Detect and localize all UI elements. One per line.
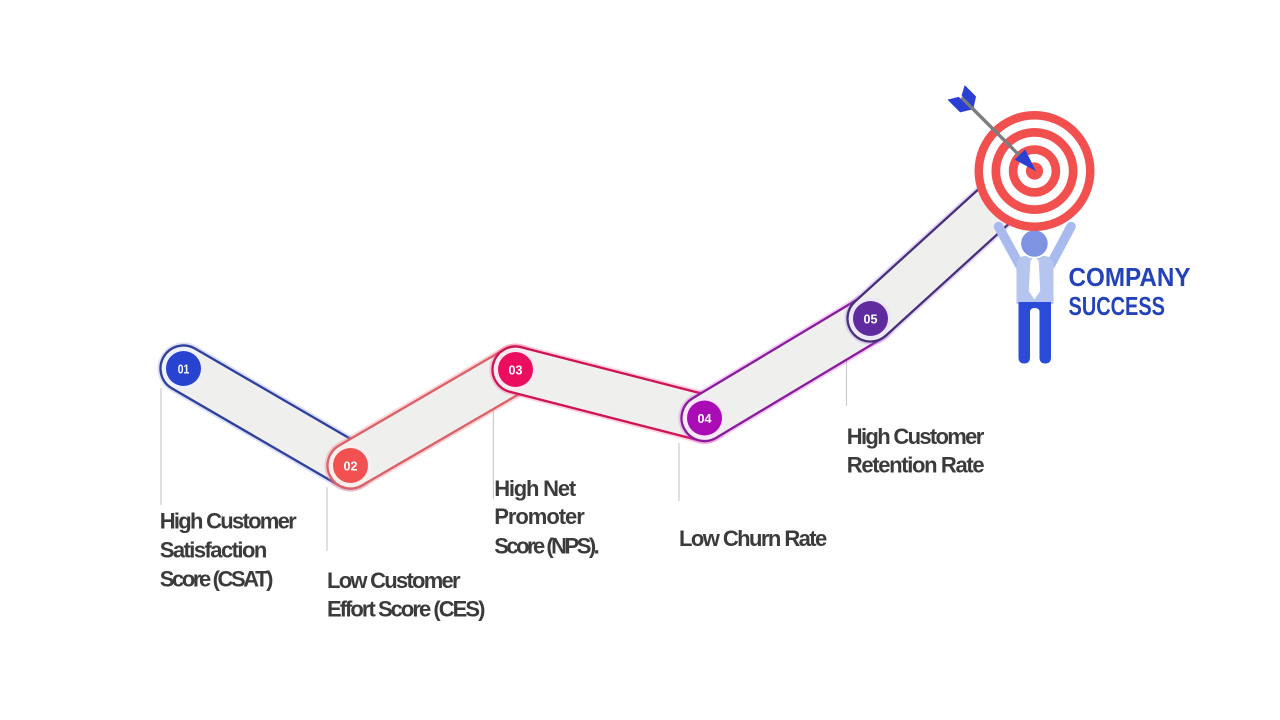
svg-text:Low Churn Rate: Low Churn Rate [679, 526, 827, 551]
svg-text:Score (CSAT): Score (CSAT) [160, 566, 274, 591]
svg-text:04: 04 [698, 411, 713, 426]
svg-text:Score (NPS).: Score (NPS). [494, 534, 600, 559]
svg-text:High Net: High Net [494, 476, 577, 501]
svg-text:02: 02 [344, 458, 358, 473]
svg-text:High Customer: High Customer [847, 424, 985, 449]
svg-text:COMPANY: COMPANY [1069, 262, 1191, 292]
svg-text:Satisfaction: Satisfaction [160, 538, 268, 563]
svg-text:Effort Score (CES): Effort Score (CES) [327, 597, 485, 622]
svg-text:High Customer: High Customer [160, 508, 297, 533]
svg-text:03: 03 [509, 362, 523, 377]
svg-text:SUCCESS: SUCCESS [1069, 291, 1166, 321]
svg-text:Low Customer: Low Customer [327, 568, 461, 593]
svg-text:01: 01 [178, 361, 190, 376]
svg-text:Retention Rate: Retention Rate [847, 452, 985, 477]
svg-text:05: 05 [864, 311, 878, 326]
svg-text:Promoter: Promoter [494, 504, 585, 529]
